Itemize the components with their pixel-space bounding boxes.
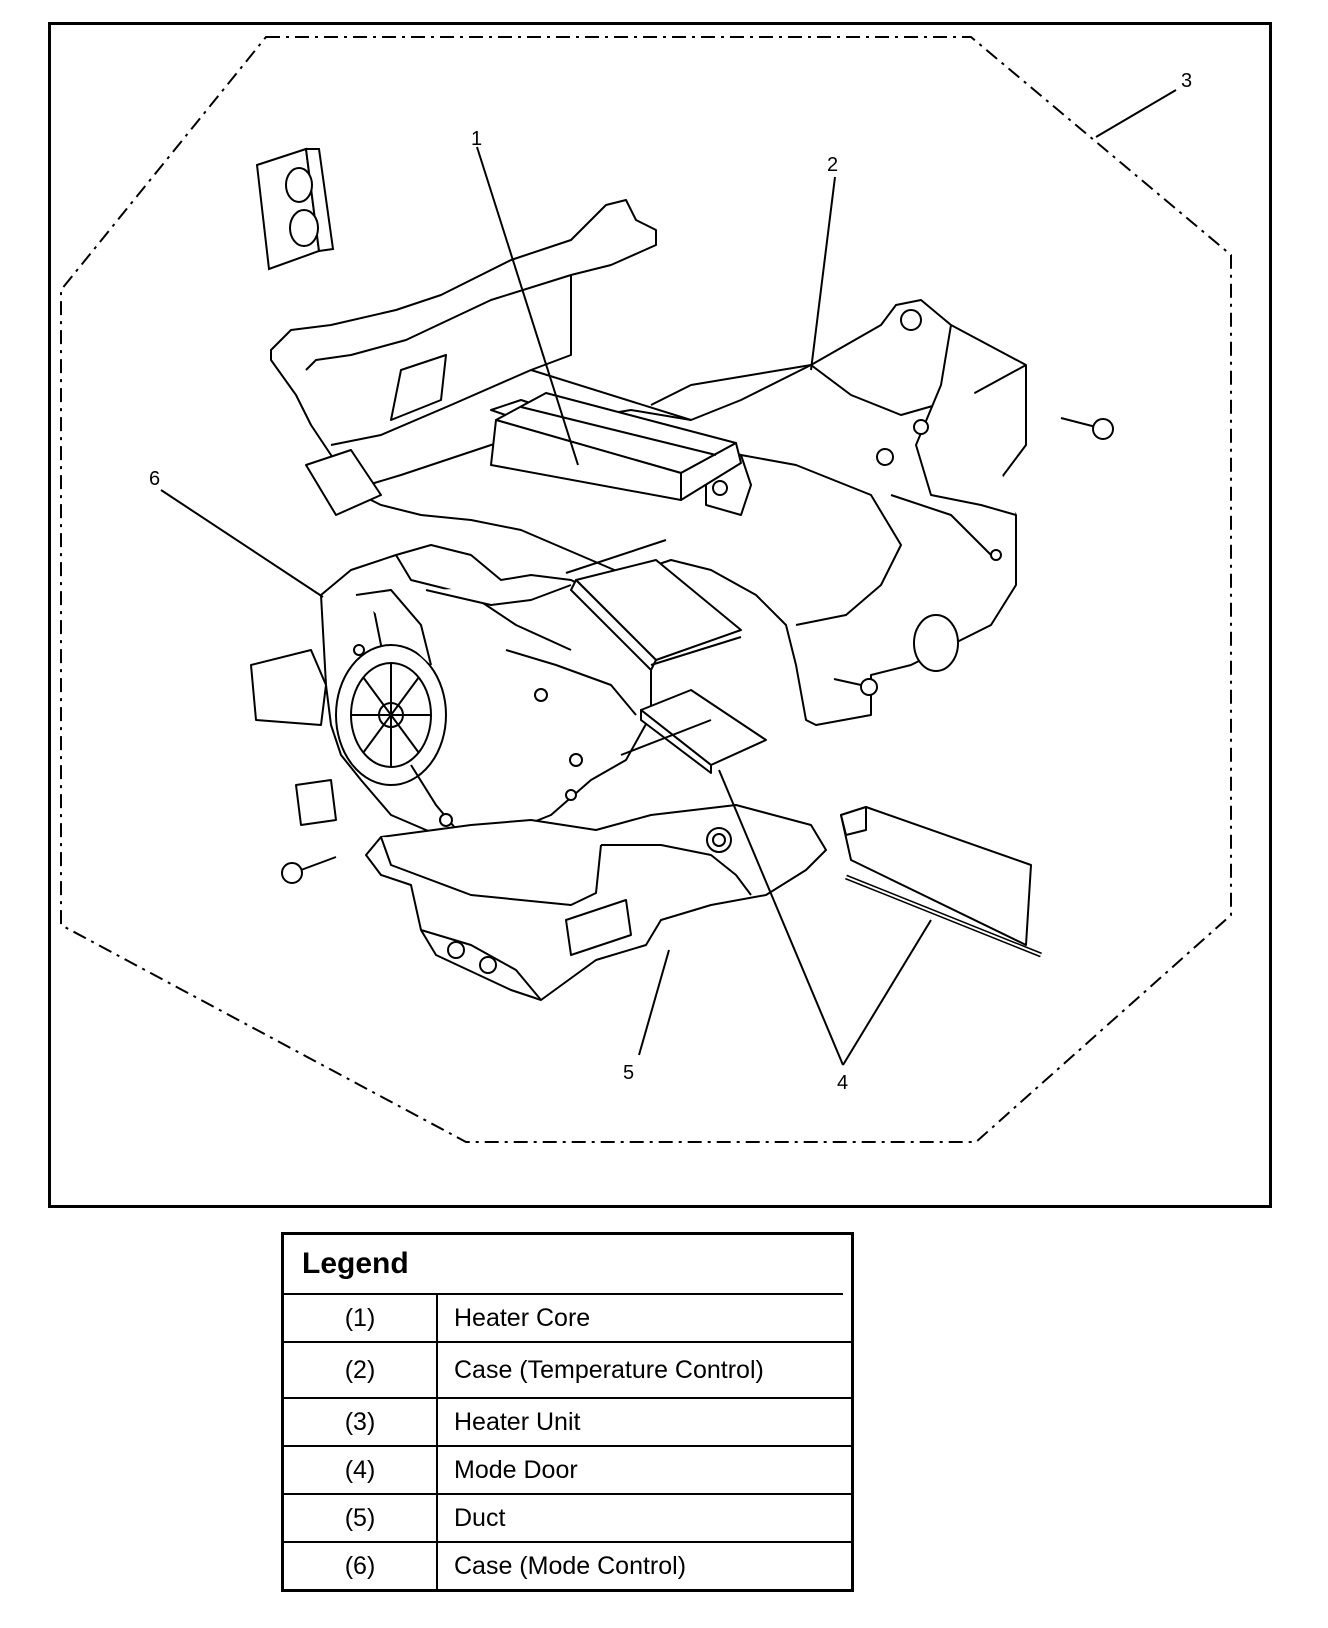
legend-row-description: Heater Core [454, 1303, 591, 1332]
mode-door-separate [840, 806, 1042, 958]
heater-core [490, 392, 742, 501]
legend-row-number: (1) [284, 1295, 438, 1341]
legend-row: (1) Heater Core [284, 1295, 851, 1343]
legend-row: (6) Case (Mode Control) [284, 1543, 851, 1589]
legend-row-description: Duct [454, 1503, 506, 1532]
screw-bottom [833, 678, 878, 696]
legend-row-description: Case (Temperature Control) [454, 1355, 764, 1384]
legend-row-description: Case (Mode Control) [454, 1551, 687, 1580]
callout-4: 4 [837, 1072, 848, 1094]
legend-row-number: (6) [284, 1543, 438, 1589]
legend-row: (5) Duct [284, 1495, 851, 1543]
legend-row-description: Heater Unit [454, 1407, 581, 1436]
callout-6: 6 [149, 468, 160, 490]
callout-3: 3 [1181, 70, 1192, 92]
legend-row: (2) Case (Temperature Control) [284, 1343, 851, 1399]
legend-title: Legend [284, 1235, 843, 1295]
legend-row-description: Mode Door [454, 1455, 578, 1484]
legend-row-number: (3) [284, 1399, 438, 1445]
exploded-view-figure: 1 2 3 4 5 6 [48, 22, 1272, 1208]
heater-unit-boundary [60, 36, 1232, 1143]
legend-table: Legend (1) Heater Core (2) Case (Tempera… [281, 1232, 854, 1592]
legend-row: (4) Mode Door [284, 1447, 851, 1495]
callout-5: 5 [623, 1062, 634, 1084]
callout-1: 1 [471, 128, 482, 150]
legend-row-number: (2) [284, 1343, 438, 1397]
legend-row: (3) Heater Unit [284, 1399, 851, 1447]
mode-door-upper [565, 539, 742, 671]
callout-leaders [160, 89, 1177, 1066]
duct [365, 804, 827, 1001]
mode-door-lower [620, 689, 767, 774]
legend-row-number: (5) [284, 1495, 438, 1541]
mode-actuator [335, 588, 462, 836]
screw-left [281, 856, 337, 884]
screw-right [1060, 417, 1114, 440]
legend-row-number: (4) [284, 1447, 438, 1493]
callout-2: 2 [827, 154, 838, 176]
gasket-plate [255, 147, 335, 271]
heater-unit-exploded-diagram: 1 2 3 4 5 6 [60, 36, 1232, 1143]
